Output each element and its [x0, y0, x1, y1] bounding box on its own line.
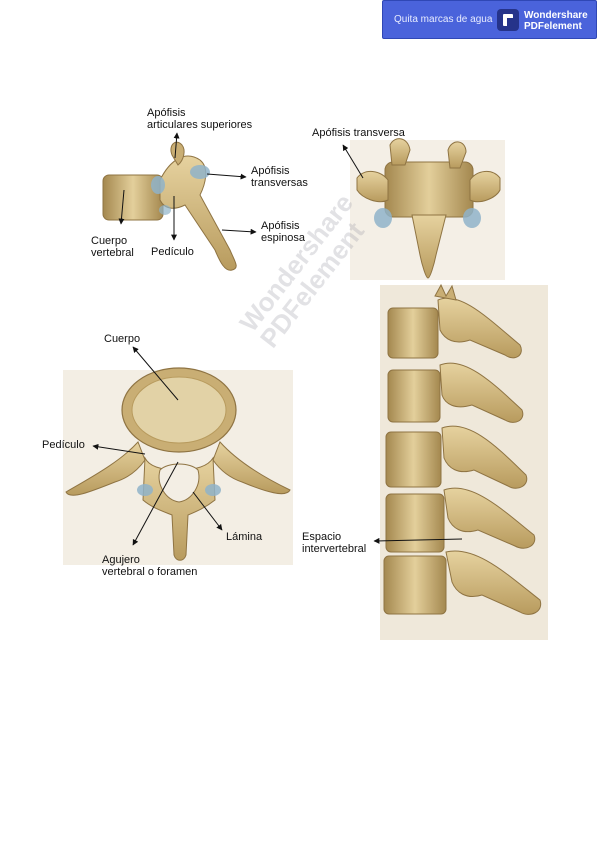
brand-line-1: Wondershare [524, 10, 588, 21]
label-spinous-process: Apófisis espinosa [261, 220, 306, 244]
remove-watermark-banner[interactable]: Quita marcas de agua Wondershare PDFelem… [382, 0, 597, 39]
label-vertebral-body: Cuerpo vertebral [91, 235, 134, 259]
label-vertebral-foramen: Agujero vertebral o foramen [102, 554, 198, 578]
lumbar-column-view [380, 283, 548, 640]
label-transverse-process: Apófisis transversa [312, 127, 405, 139]
label-body: Cuerpo [104, 333, 141, 345]
label-lamina: Lámina [226, 531, 263, 543]
posterior-vertebra-view [350, 138, 505, 280]
label-pedicle-superior: Pedículo [42, 439, 85, 451]
brand-name: Wondershare PDFelement [524, 10, 588, 32]
label-superior-articular-processes: Apófisis articulares superiores [147, 107, 253, 131]
label-transverse-processes: Apófisis transversas [251, 165, 308, 189]
brand-line-2: PDFelement [524, 21, 582, 32]
remove-watermark-link[interactable]: Quita marcas de agua [394, 14, 493, 25]
label-pedicle-lateral: Pedículo [151, 246, 194, 258]
superior-vertebra-view [63, 367, 293, 565]
lateral-vertebra-view [102, 141, 237, 271]
label-intervertebral-space: Espacio intervertebral [302, 531, 367, 555]
pdfelement-logo-icon [497, 9, 519, 31]
leader-arrows [92, 132, 463, 546]
